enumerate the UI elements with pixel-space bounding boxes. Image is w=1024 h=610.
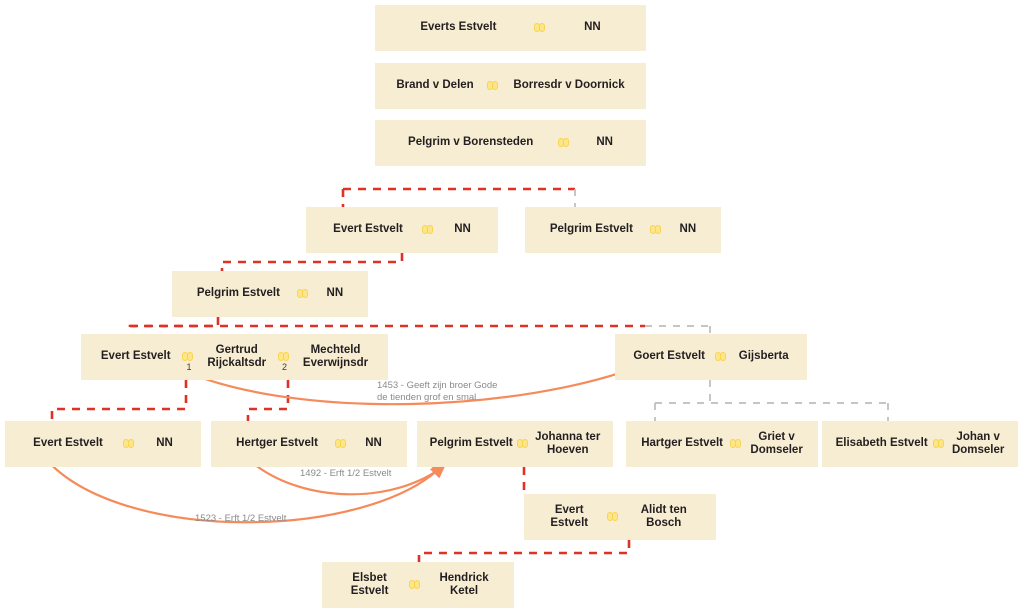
person-name-left: Hartger Estvelt <box>641 437 723 450</box>
person-name-right: NN <box>454 223 471 236</box>
person-name-left: Brand v Delen <box>396 79 474 92</box>
family-box[interactable]: Brand v Delen Borresdr v Doornick <box>375 63 646 109</box>
family-box[interactable]: Hertger Estvelt NN <box>211 421 407 467</box>
family-box[interactable]: Goert Estvelt Gijsberta <box>615 334 807 380</box>
person-name-left: Evert Estvelt <box>333 223 403 236</box>
person-name-left: Evert Estvelt <box>100 350 171 363</box>
person-name-right: Gijsberta <box>738 350 789 363</box>
person-name-right: Borresdr v Doornick <box>513 79 625 92</box>
person-name-left: Everts Estvelt <box>420 21 497 34</box>
marriage-rings-icon[interactable] <box>606 511 620 523</box>
person-name-left: Elsbet Estvelt <box>350 571 389 597</box>
family-box[interactable]: Evert Estvelt NN <box>306 207 498 253</box>
family-box[interactable]: Pelgrim v Borensteden NN <box>375 120 646 166</box>
marriage-rings-icon[interactable] <box>409 579 422 591</box>
person-name-right: Johan v Domseler <box>951 430 1005 456</box>
person-name-right: Johanna ter Hoeven <box>535 430 601 456</box>
person-name-right: Hendrick Ketel <box>439 571 489 597</box>
person-name-right-second: Mechteld Everwijnsdr <box>302 343 369 369</box>
marriage-rings-icon[interactable] <box>123 438 136 450</box>
marriage-rings-icon[interactable] <box>730 438 743 450</box>
marriage-rings-icon[interactable] <box>715 351 728 363</box>
family-box[interactable]: Evert Estvelt Alidt ten Bosch <box>524 494 716 540</box>
event-annotation: 1492 - Erft 1/2 Estvelt <box>300 468 392 479</box>
person-name-right: Griet v Domseler <box>750 430 803 456</box>
marriage-number-second: 2 <box>282 362 288 372</box>
person-name-right: Alidt ten Bosch <box>640 503 687 529</box>
marriage-rings-icon[interactable] <box>517 438 530 450</box>
person-name-left: Pelgrim Estvelt <box>549 223 633 236</box>
person-name-left: Evert Estvelt <box>33 437 103 450</box>
person-name-left: Pelgrim v Borensteden <box>408 136 534 149</box>
family-box[interactable]: Pelgrim Estvelt Johanna ter Hoeven <box>417 421 613 467</box>
person-name-right: NN <box>156 437 173 450</box>
family-box[interactable]: Hartger Estvelt Griet v Domseler <box>626 421 818 467</box>
family-box[interactable]: Pelgrim Estvelt NN <box>172 271 368 317</box>
marriage-rings-icon[interactable] <box>558 137 571 149</box>
family-box[interactable]: Pelgrim Estvelt NN <box>525 207 721 253</box>
event-annotation: 1453 - Geeft zijn broer Gode de tienden … <box>377 380 498 404</box>
marriage-rings-icon[interactable] <box>933 438 946 450</box>
marriage-rings-icon[interactable] <box>335 438 348 450</box>
person-name-left: Pelgrim Estvelt <box>196 287 280 300</box>
person-name-right: Gertrud Rijckaltsdr <box>207 343 267 369</box>
marriage-number: 1 <box>186 362 192 372</box>
person-name-left: Evert Estvelt <box>550 503 589 529</box>
family-box[interactable]: Evert Estvelt NN <box>5 421 201 467</box>
person-name-left: Elisabeth Estvelt <box>835 437 928 450</box>
marriage-rings-icon[interactable]: 1 <box>182 351 195 372</box>
person-name-right: NN <box>584 21 601 34</box>
marriage-rings-icon[interactable] <box>422 224 435 236</box>
family-box[interactable]: Elisabeth Estvelt Johan v Domseler <box>822 421 1018 467</box>
person-name-left: Goert Estvelt <box>633 350 705 363</box>
person-name-right: NN <box>596 136 613 149</box>
marriage-rings-icon-second[interactable]: 2 <box>278 351 291 372</box>
event-annotation: 1523 - Erft 1/2 Estvelt <box>195 513 287 524</box>
marriage-rings-icon[interactable] <box>296 288 310 300</box>
person-name-left: Pelgrim Estvelt <box>429 437 513 450</box>
person-name-right: NN <box>365 437 382 450</box>
person-name-left: Hertger Estvelt <box>236 437 318 450</box>
marriage-rings-icon[interactable] <box>487 80 500 92</box>
person-name-right: NN <box>326 287 344 300</box>
family-box-multi-marriage[interactable]: Evert Estvelt 1 Gertrud Rijckaltsdr 2 Me… <box>81 334 388 380</box>
family-box[interactable]: Elsbet Estvelt Hendrick Ketel <box>322 562 514 608</box>
person-name-right: NN <box>679 223 697 236</box>
marriage-rings-icon[interactable] <box>649 224 663 236</box>
family-box[interactable]: Everts Estvelt NN <box>375 5 646 51</box>
marriage-rings-icon[interactable] <box>533 22 547 34</box>
